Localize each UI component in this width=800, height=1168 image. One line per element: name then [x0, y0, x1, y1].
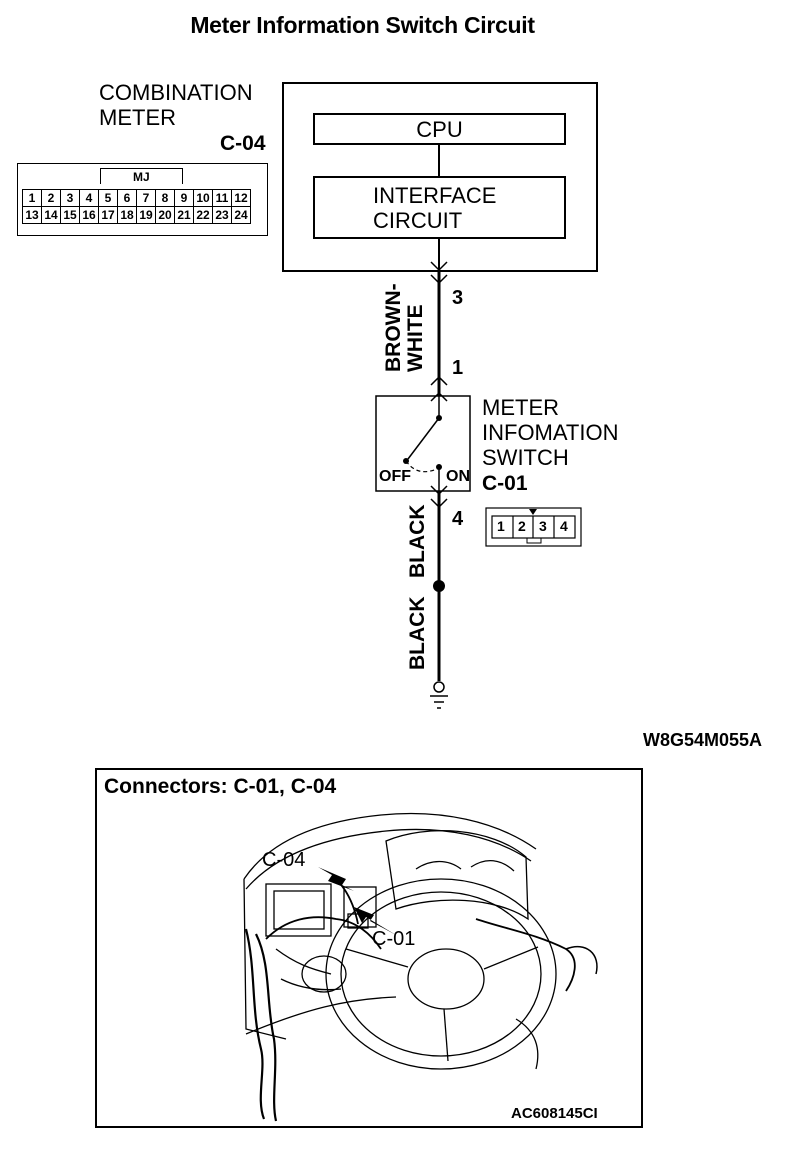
splice-point	[433, 580, 445, 592]
switch-connector-id: C-01	[482, 472, 528, 495]
c04-pin: 21	[174, 206, 194, 224]
c01-callout-label: C-01	[372, 928, 416, 950]
c04-connector-location	[343, 886, 377, 928]
c04-pin: 23	[212, 206, 232, 224]
switch-lever	[407, 417, 440, 460]
c01-pin: 2	[518, 518, 526, 534]
c01-key-mark	[529, 509, 537, 515]
c04-pin-table: 1 2 3 4 5 6 7 8 9 10 11 12 13 14 15 16 1…	[22, 189, 251, 224]
connector-location-panel	[95, 768, 643, 1128]
switch-on-label: ON	[446, 468, 470, 485]
steering-wheel	[325, 878, 557, 1070]
c04-connector-tag: MJ	[133, 170, 150, 184]
pin-number-switch-output: 4	[452, 508, 464, 530]
cluster-hood	[385, 830, 529, 921]
c01-pin: 4	[560, 518, 568, 534]
steering-hub	[407, 948, 485, 1010]
interface-circuit-block	[313, 176, 566, 239]
switch-label-line2: INFOMATION	[482, 420, 619, 445]
c01-pin: 3	[539, 518, 547, 534]
interface-circuit-label-line2: CIRCUIT	[373, 208, 463, 233]
interface-circuit-label-line1: INTERFACE	[373, 183, 497, 208]
c04-pin: 22	[193, 206, 213, 224]
wire-label-black-lower: BLACK	[406, 596, 429, 671]
switch-input-chevron	[430, 391, 448, 402]
switch-bezel	[301, 955, 347, 993]
combination-meter-connector-id: C-04	[220, 132, 266, 155]
combination-meter-label-line2: METER	[99, 105, 176, 130]
center-vent	[265, 883, 332, 937]
pin-number-meter: 3	[452, 287, 464, 309]
c01-pin: 1	[497, 518, 505, 534]
c04-callout-label: C-04	[262, 849, 306, 871]
diagram-code: W8G54M055A	[643, 730, 763, 750]
switch-travel-arc	[405, 460, 440, 473]
c04-pin: 11	[212, 189, 232, 207]
switch-off-label: OFF	[379, 468, 411, 485]
cpu-label: CPU	[416, 117, 463, 142]
wiring-harness-center	[335, 878, 359, 925]
c04-pin: 18	[117, 206, 137, 224]
dashboard-illustration	[243, 812, 598, 1122]
meter-connector-chevron	[430, 261, 448, 272]
c01-latch	[526, 537, 542, 544]
meter-information-switch-box	[375, 395, 471, 492]
cpu-block	[313, 113, 566, 145]
ground-terminal	[433, 681, 445, 693]
dash-top-contour	[243, 812, 537, 880]
diagram-title: Meter Information Switch Circuit	[190, 12, 535, 38]
dash-lower-contour	[245, 996, 397, 1035]
combination-meter-label-line1: COMBINATION	[99, 80, 253, 105]
c04-pin: 24	[231, 206, 251, 224]
wiring-harness-left	[244, 928, 266, 1120]
c04-connector-key	[100, 168, 183, 184]
c01-callout-arrow	[354, 907, 396, 935]
c04-pin: 19	[136, 206, 156, 224]
wire-label-white: WHITE	[404, 304, 427, 372]
c04-pin-row-bottom: 13 14 15 16 17 18 19 20 21 22 23 24	[22, 206, 251, 224]
c01-connector-face	[485, 507, 582, 547]
circuit-wiring	[375, 145, 582, 709]
switch-input-chevron	[430, 375, 448, 386]
c04-callout-arrow	[318, 867, 354, 891]
figure-code: AC608145CI	[511, 1105, 598, 1122]
c04-pin: 10	[193, 189, 213, 207]
switch-label-line3: SWITCH	[482, 445, 569, 470]
c04-connector-face	[17, 163, 268, 236]
switch-label-line1: METER	[482, 395, 559, 420]
wiring-harness-right	[475, 918, 576, 992]
c04-pin: 15	[60, 206, 80, 224]
wire-label-brown: BROWN-	[382, 283, 405, 372]
pin-number-switch-input: 1	[452, 357, 464, 379]
connector-location-title: Connectors: C-01, C-04	[104, 775, 337, 798]
wire-label-black-upper: BLACK	[406, 504, 429, 579]
c04-pin: 12	[231, 189, 251, 207]
